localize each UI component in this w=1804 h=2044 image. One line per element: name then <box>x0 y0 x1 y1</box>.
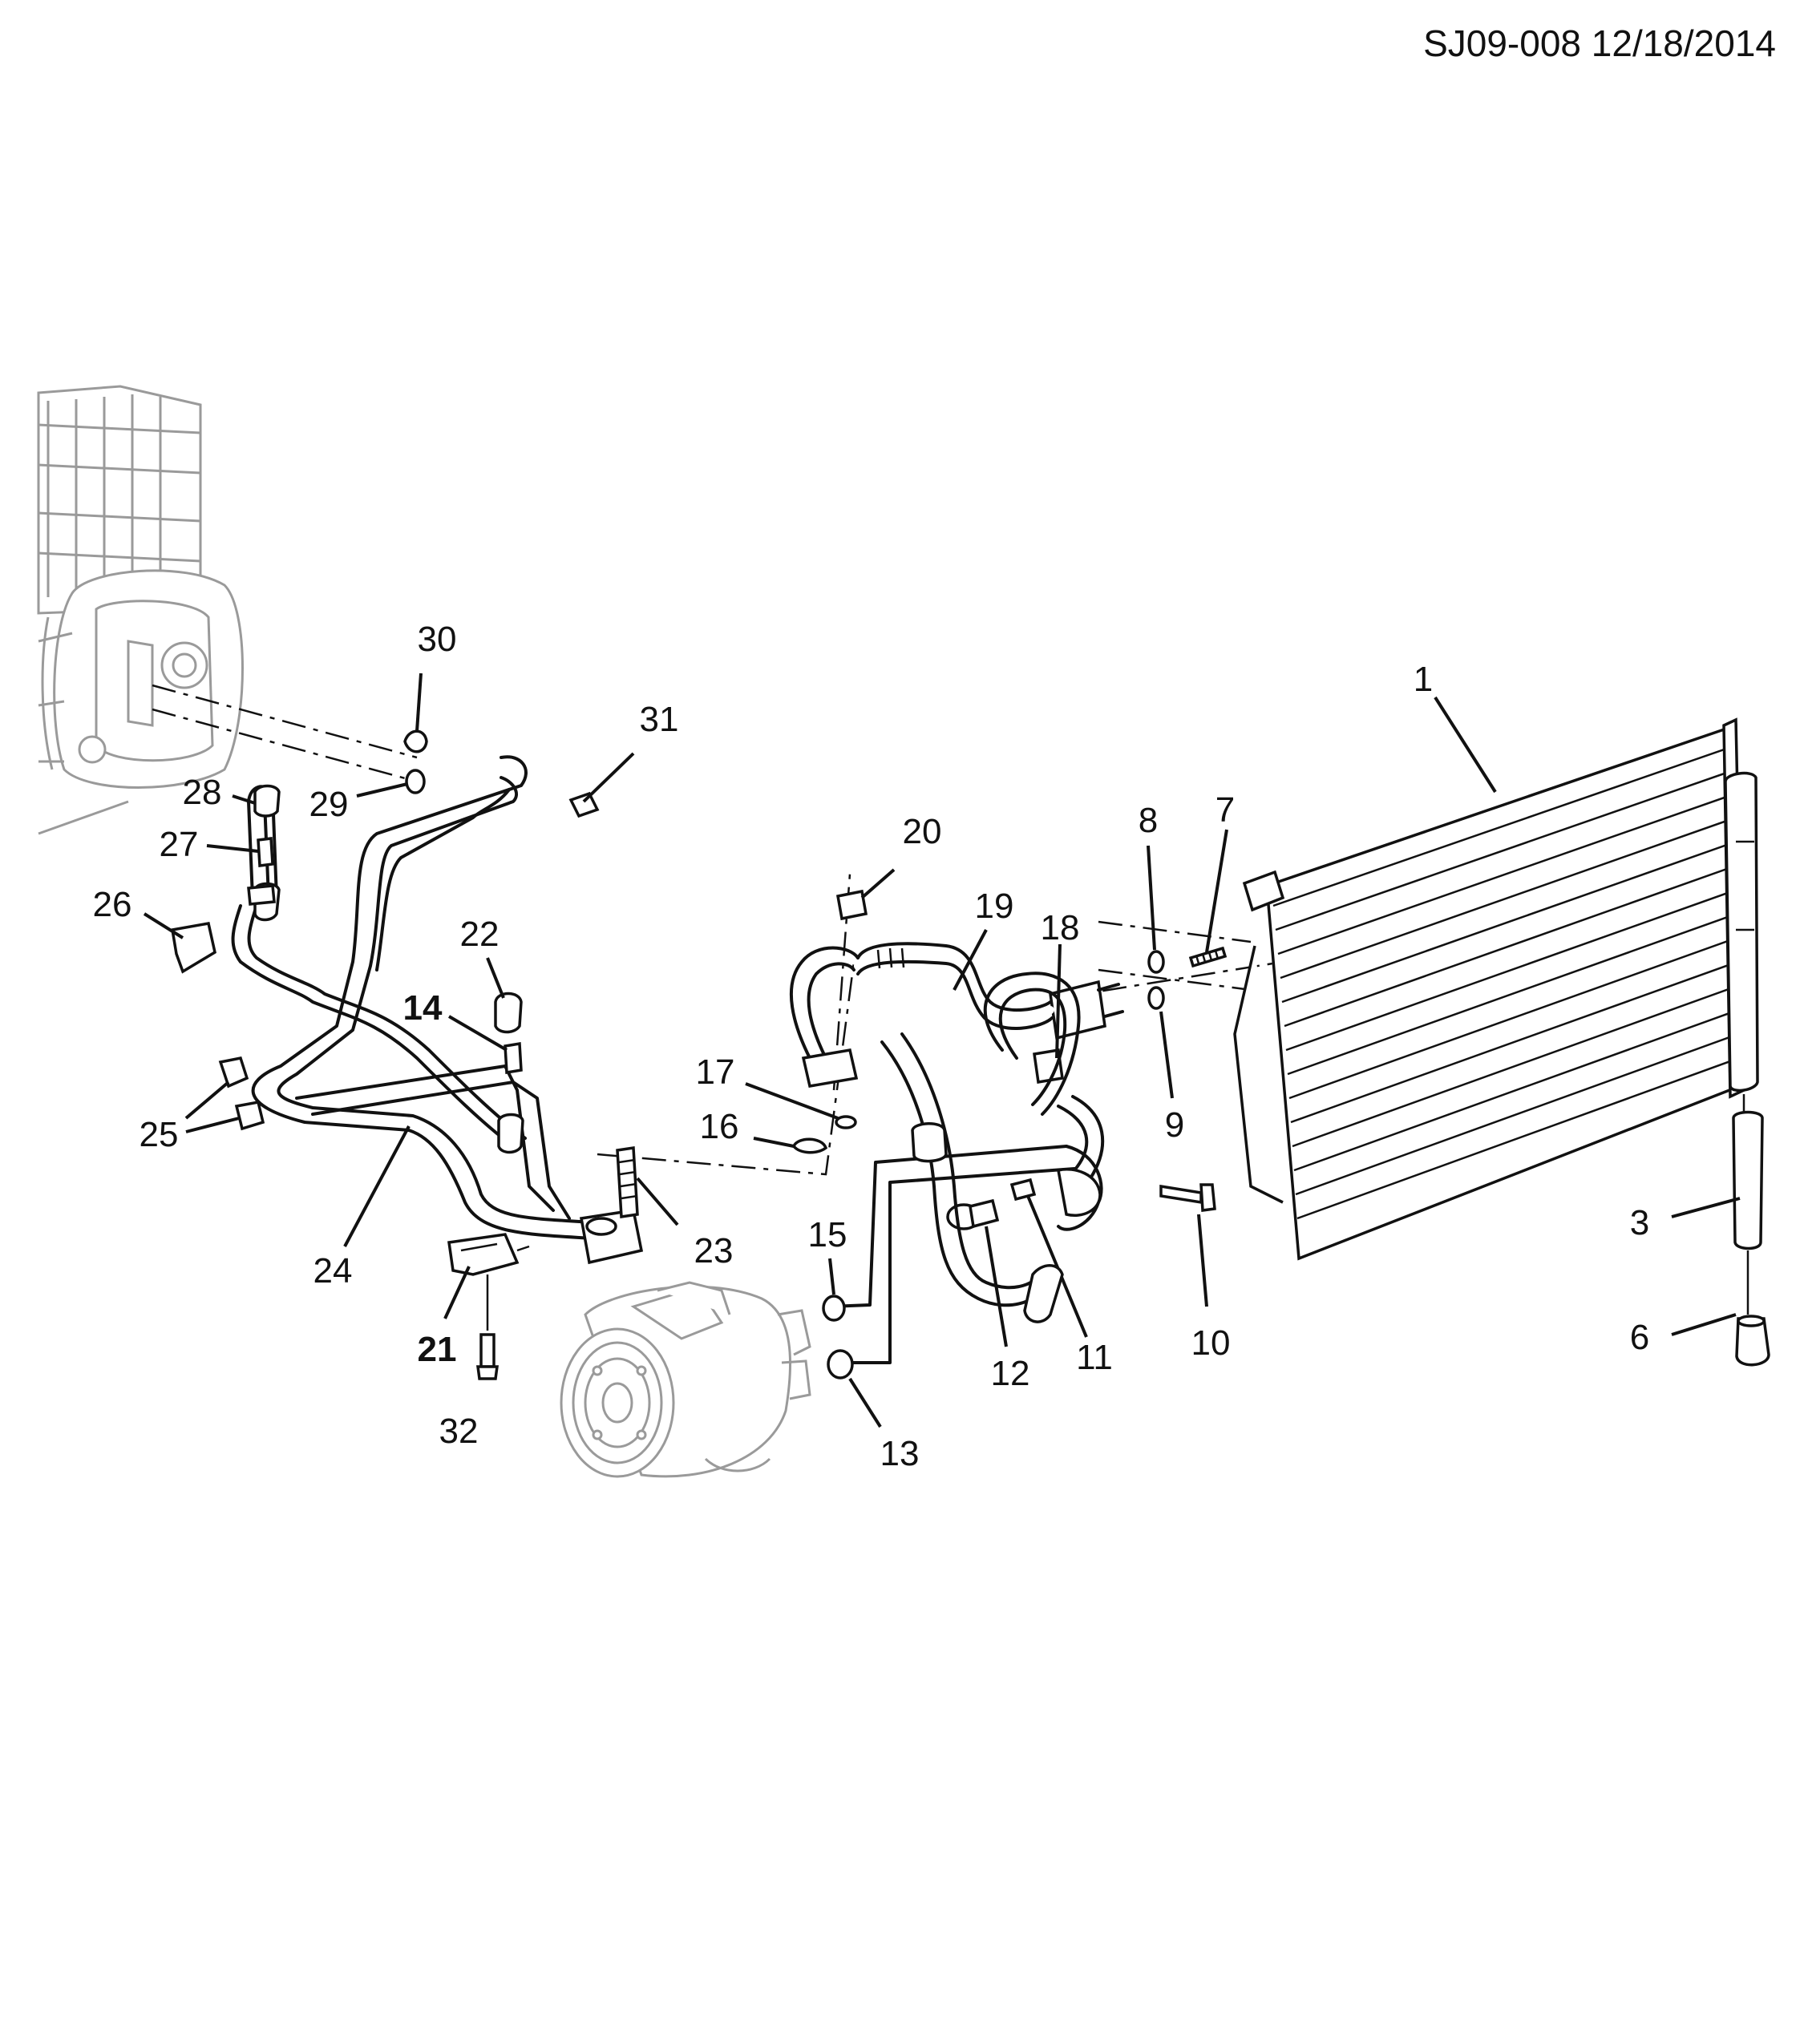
callout-11: 11 <box>1076 1338 1113 1377</box>
callout-8: 8 <box>1139 801 1158 840</box>
clip-25b <box>234 1100 265 1131</box>
leader-22 <box>486 957 505 999</box>
leader-14 <box>447 1015 508 1052</box>
callout-18: 18 <box>1041 908 1080 947</box>
callout-28: 28 <box>183 773 222 812</box>
evaporator-line-assembly <box>231 755 644 1265</box>
leader-1 <box>1434 696 1497 794</box>
leader-17 <box>745 1082 839 1120</box>
seal-13 <box>827 1349 854 1379</box>
callout-16: 16 <box>700 1107 739 1146</box>
condenser <box>1233 717 1759 1261</box>
leader-7 <box>1205 829 1228 953</box>
callout-20: 20 <box>903 812 942 851</box>
callout-24: 24 <box>313 1251 353 1291</box>
leader-25b <box>185 1117 240 1133</box>
leader-20 <box>860 868 896 899</box>
hvac-module-ghost <box>37 385 244 835</box>
callout-3: 3 <box>1630 1203 1649 1242</box>
valve-14 <box>504 1041 523 1075</box>
callout-29: 29 <box>309 785 349 824</box>
leader-31 <box>582 752 635 803</box>
leader-18 <box>1055 943 1062 1059</box>
callout-31: 31 <box>640 700 679 739</box>
leader-16 <box>753 1137 795 1148</box>
pressure-valve-11 <box>1009 1178 1037 1202</box>
leader-8 <box>1147 845 1156 951</box>
clip-25a <box>218 1056 249 1089</box>
seal-9 <box>1147 986 1165 1010</box>
leader-13 <box>848 1377 882 1428</box>
callout-32: 32 <box>439 1412 479 1451</box>
hose-bracket <box>790 946 860 1089</box>
alignment-lines <box>152 684 1284 1176</box>
callout-7: 7 <box>1215 790 1235 830</box>
clip-20 <box>835 889 868 921</box>
leader-19 <box>953 929 988 991</box>
leader-6 <box>1671 1313 1737 1336</box>
callout-6: 6 <box>1630 1318 1649 1357</box>
receiver-desiccant <box>1732 1094 1764 1315</box>
callout-19: 19 <box>975 887 1014 926</box>
seal-17 <box>835 1115 857 1129</box>
callout-26: 26 <box>93 885 132 924</box>
leader-26 <box>143 912 184 939</box>
condenser-line-assembly <box>854 942 1124 1180</box>
cap-22 <box>494 992 523 1034</box>
seal-8 <box>1147 950 1165 974</box>
bolt-32 <box>476 1274 499 1380</box>
compressor-hoses <box>828 1032 1103 1364</box>
bracket-26 <box>170 921 216 974</box>
compressor-ghost <box>560 1281 811 1478</box>
callout-21: 21 <box>418 1330 457 1369</box>
bolt-10 <box>1159 1183 1216 1212</box>
leader-30 <box>415 673 423 732</box>
leader-27 <box>206 844 259 853</box>
seal-30 <box>403 729 428 753</box>
seal-15 <box>822 1295 846 1322</box>
seal-16 <box>791 1137 828 1154</box>
callout-22: 22 <box>460 915 500 954</box>
callout-23: 23 <box>694 1231 734 1270</box>
callout-9: 9 <box>1165 1105 1184 1145</box>
callout-27: 27 <box>160 825 199 864</box>
cap-28 <box>253 784 281 818</box>
leader-10 <box>1197 1214 1208 1307</box>
leader-21 <box>443 1266 471 1319</box>
leader-28 <box>232 794 256 805</box>
callout-25: 25 <box>140 1115 179 1154</box>
callout-10: 10 <box>1191 1323 1231 1363</box>
seal-29 <box>405 769 426 794</box>
leader-3 <box>1671 1197 1741 1218</box>
callout-13: 13 <box>880 1434 920 1473</box>
leader-9 <box>1159 1011 1174 1099</box>
leader-25a <box>184 1081 230 1120</box>
callout-15: 15 <box>808 1215 847 1254</box>
callout-labels: 1 3 6 7 8 9 10 11 12 13 14 15 16 17 18 1… <box>93 620 1650 1473</box>
callout-1: 1 <box>1414 660 1433 699</box>
leader-23 <box>636 1177 679 1226</box>
sensor-21 <box>447 1233 530 1276</box>
callout-14: 14 <box>403 988 443 1028</box>
valve-27 <box>257 837 274 867</box>
nut-31 <box>568 791 600 818</box>
callout-17: 17 <box>696 1052 735 1092</box>
callout-12: 12 <box>991 1354 1030 1393</box>
stud-7 <box>1188 946 1228 968</box>
callout-30: 30 <box>418 620 457 659</box>
leader-15 <box>828 1258 835 1295</box>
leader-29 <box>356 782 408 798</box>
stud-23 <box>616 1145 639 1219</box>
document-id: SJ09-008 12/18/2014 <box>1423 22 1776 64</box>
receiver-plug <box>1735 1315 1770 1367</box>
leader-24 <box>343 1125 411 1247</box>
